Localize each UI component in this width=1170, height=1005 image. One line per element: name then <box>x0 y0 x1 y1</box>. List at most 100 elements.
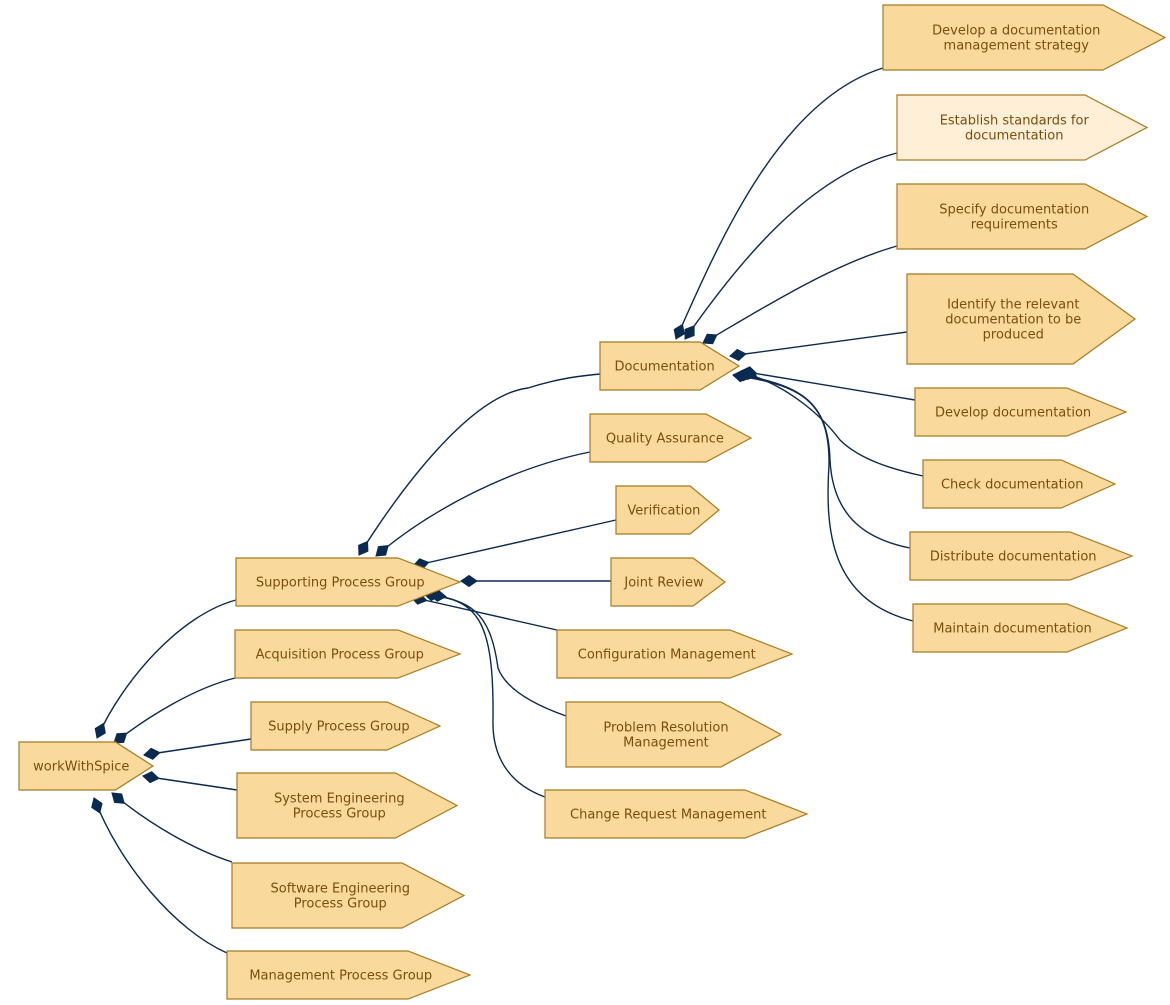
nodes-layer: workWithSpice Supporting Process GroupAcq… <box>18 4 1167 1000</box>
node-quality-assurance[interactable]: Quality Assurance <box>589 413 753 463</box>
edge-documentation-to-doc-identify <box>729 331 908 361</box>
node-label: Acquisition Process Group <box>256 648 424 663</box>
node-workwithspice[interactable]: workWithSpice <box>18 741 155 791</box>
node-supply[interactable]: Supply Process Group <box>250 701 442 751</box>
edge-workwithspice-to-supporting <box>94 599 237 739</box>
edge-line <box>143 738 252 756</box>
composition-diamond-icon <box>460 574 478 588</box>
edge-line <box>93 797 228 954</box>
node-label: Develop documentation <box>935 406 1091 421</box>
node-doc-maintain[interactable]: Maintain documentation <box>912 603 1129 653</box>
node-shape <box>235 557 462 607</box>
node-doc-distribute[interactable]: Distribute documentation <box>909 531 1134 581</box>
node-shape <box>906 273 1137 365</box>
edge-supporting-to-quality-assurance <box>375 451 591 557</box>
node-acquisition[interactable]: Acquisition Process Group <box>234 629 462 679</box>
node-label: Configuration Management <box>578 648 756 663</box>
composition-diamond-icon <box>732 370 750 383</box>
edge-workwithspice-to-system-eng <box>142 771 238 791</box>
node-label: System Engineering <box>274 792 405 807</box>
edges-layer <box>91 67 924 954</box>
node-configuration-management[interactable]: Configuration Management <box>556 629 794 679</box>
node-label: documentation <box>965 129 1063 144</box>
node-doc-check[interactable]: Check documentation <box>922 459 1117 509</box>
edge-documentation-to-doc-check <box>740 368 924 477</box>
node-shape <box>912 603 1129 653</box>
node-documentation[interactable]: Documentation <box>599 341 741 391</box>
node-label: Management <box>623 736 709 751</box>
composition-diamond-icon <box>684 325 695 340</box>
node-shape <box>882 4 1167 71</box>
edge-line <box>735 373 911 549</box>
edge-documentation-to-doc-maintain <box>732 370 914 622</box>
edge-line <box>732 374 914 622</box>
composition-diamond-icon <box>111 792 125 804</box>
node-shape <box>556 629 794 679</box>
node-shape <box>610 557 726 607</box>
node-shape <box>914 387 1128 437</box>
composition-diamond-icon <box>702 333 718 345</box>
edge-supporting-to-verification <box>412 519 617 571</box>
node-label: Problem Resolution <box>603 721 728 736</box>
node-shape <box>226 950 472 1000</box>
composition-diamond-icon <box>91 797 103 814</box>
edge-supporting-to-documentation <box>358 373 601 556</box>
edge-workwithspice-to-acquisition <box>113 677 236 744</box>
edge-supporting-to-joint-review <box>460 574 611 588</box>
node-label: Process Group <box>293 807 386 822</box>
node-label: Documentation <box>615 360 715 375</box>
node-label: Quality Assurance <box>606 432 724 447</box>
node-shape <box>922 459 1117 509</box>
node-label: workWithSpice <box>33 760 129 775</box>
edge-documentation-to-doc-standards <box>684 152 898 340</box>
composition-diamond-icon <box>673 323 685 340</box>
node-label: Software Engineering <box>271 882 410 897</box>
edge-line <box>96 599 237 739</box>
edge-line <box>429 594 546 798</box>
node-label: Specify documentation <box>939 203 1089 218</box>
edge-line <box>113 677 236 744</box>
composition-diamond-icon <box>358 540 369 556</box>
edge-workwithspice-to-supply <box>143 738 252 760</box>
composition-diamond-icon <box>94 722 106 739</box>
node-doc-develop[interactable]: Develop documentation <box>914 387 1128 437</box>
node-label: Supporting Process Group <box>256 576 425 591</box>
node-label: Management Process Group <box>249 969 432 984</box>
edge-workwithspice-to-management <box>91 797 228 954</box>
node-label: Identify the relevant <box>947 298 1079 313</box>
node-change-request[interactable]: Change Request Management <box>544 789 809 839</box>
node-shape <box>18 741 155 791</box>
node-label: produced <box>983 328 1044 343</box>
composition-diamond-icon <box>113 732 128 744</box>
edge-line <box>729 331 908 357</box>
edge-line <box>684 152 898 340</box>
edge-line <box>702 245 898 344</box>
node-label: Verification <box>627 504 700 519</box>
node-management[interactable]: Management Process Group <box>226 950 472 1000</box>
edge-documentation-to-doc-develop <box>740 366 916 401</box>
node-label: Distribute documentation <box>930 550 1097 565</box>
node-label: documentation to be <box>945 313 1081 328</box>
node-supporting[interactable]: Supporting Process Group <box>235 557 462 607</box>
node-shape <box>909 531 1134 581</box>
node-label: Change Request Management <box>570 808 766 823</box>
node-shape <box>231 862 466 929</box>
node-shape <box>896 183 1149 250</box>
edge-line <box>740 370 916 401</box>
node-shape <box>599 341 741 391</box>
node-shape <box>615 485 720 535</box>
node-joint-review[interactable]: Joint Review <box>610 557 726 607</box>
node-label: requirements <box>971 218 1058 233</box>
node-label: Check documentation <box>941 478 1084 493</box>
edge-line <box>412 519 617 567</box>
node-verification[interactable]: Verification <box>615 485 720 535</box>
node-label: Process Group <box>294 897 387 912</box>
edge-line <box>111 792 233 863</box>
